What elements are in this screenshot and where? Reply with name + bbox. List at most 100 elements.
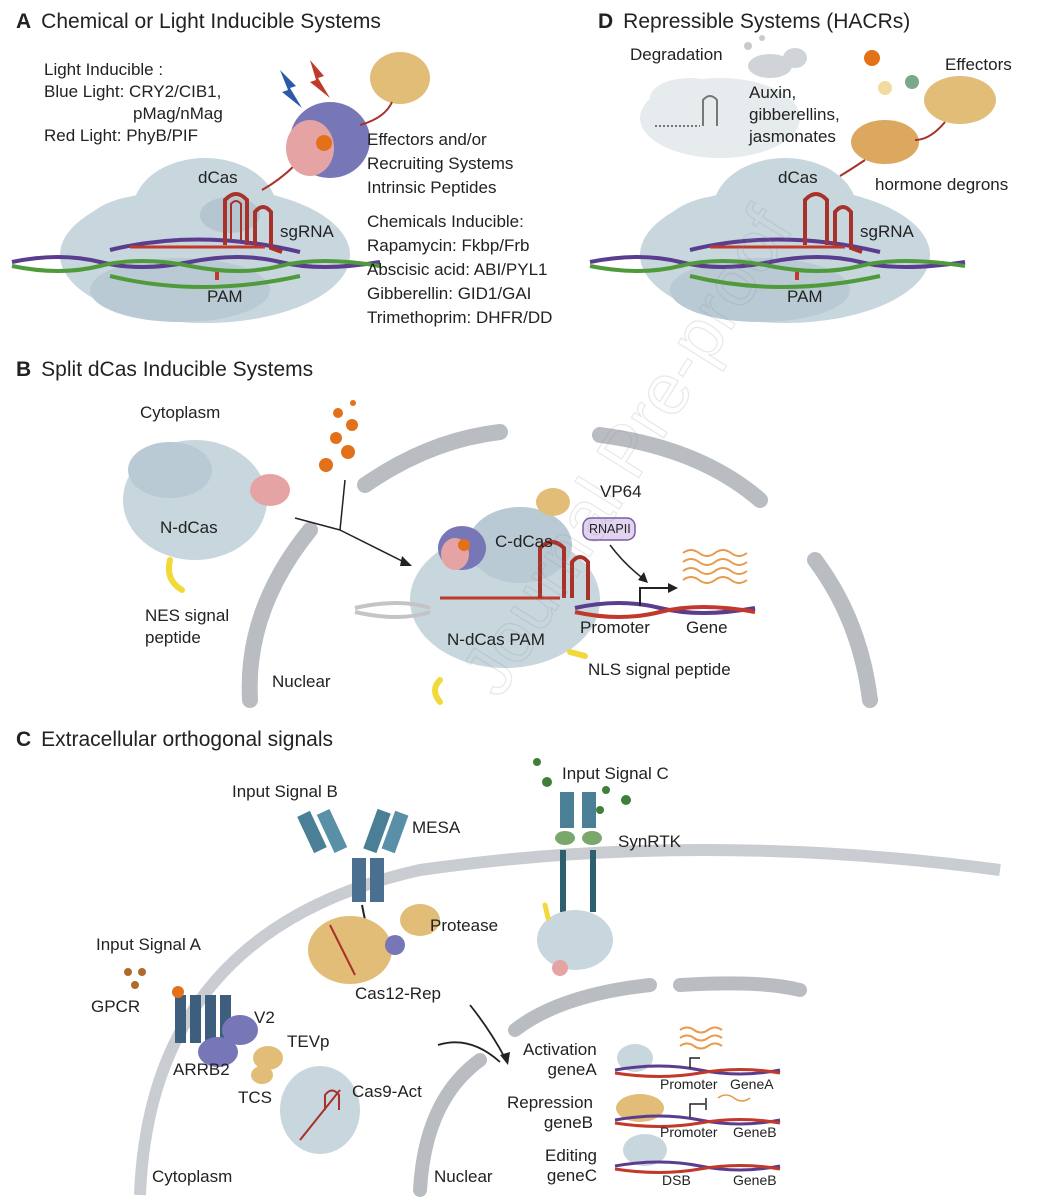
panel-b-title: B Split dCas Inducible Systems [16, 358, 313, 382]
protease-label: Protease [430, 916, 499, 935]
n-dcas-protein [123, 440, 290, 593]
panel-d-letter: D [598, 10, 614, 33]
degradation-label: Degradation [630, 45, 723, 64]
nuclear-envelope-b [241, 424, 878, 708]
gibberellin-line: Gibberellin: GID1/GAI [367, 284, 532, 303]
light-receptor-complex [261, 102, 370, 191]
input-signal-a-dots [124, 968, 146, 989]
lightning-icon [280, 60, 330, 108]
sgrna-label-a: sgRNA [280, 222, 334, 241]
pam-label-d: PAM [787, 287, 823, 306]
gpcr-complex [172, 986, 283, 1084]
cas12-rep-label: Cas12-Rep [355, 984, 441, 1003]
promoter-label-b: Promoter [580, 618, 650, 637]
mesa-receptor [297, 808, 409, 921]
degraded-dcas [640, 35, 807, 158]
panel-c-title-text: Extracellular orthogonal signals [41, 728, 333, 751]
gpcr-label: GPCR [91, 997, 141, 1016]
panel-d-graphics [589, 35, 996, 323]
sgrna-a [223, 192, 283, 254]
effectors-recruiting-label: Effectors and/or Recruiting Systems Intr… [367, 130, 514, 197]
gene-b-label-1: GeneB [733, 1124, 777, 1140]
dcas-label-a: dCas [198, 168, 238, 187]
gene-label-b: Gene [686, 618, 728, 637]
rapamycin-line: Rapamycin: Fkbp/Frb [367, 236, 530, 255]
assembly-arrows [294, 479, 412, 566]
cytoplasm-label-b: Cytoplasm [140, 403, 221, 422]
cas9-act-protein [280, 1066, 360, 1154]
input-signal-b-label: Input Signal B [232, 782, 338, 801]
dcas-protein-d [640, 158, 930, 323]
panel-d-title: D Repressible Systems (HACRs) [598, 10, 910, 34]
nuclear-envelope-c [413, 976, 807, 1197]
rnapii-label: RNAPII [589, 522, 631, 536]
panel-a-title-text: Chemical or Light Inducible Systems [41, 10, 381, 33]
activation-row [614, 1026, 781, 1078]
editing-row [614, 1134, 781, 1174]
repression-row [614, 1094, 781, 1128]
panel-b-graphics [123, 400, 878, 708]
promoter-label-c2: Promoter [660, 1124, 718, 1140]
n-dcas-label: N-dCas [160, 518, 218, 537]
nes-signal-label: NES signal peptide [145, 606, 230, 647]
ligand-dots-b [319, 400, 358, 472]
synrtk-receptor [537, 792, 613, 976]
repression-gene-b-label: Repression geneB [507, 1093, 593, 1132]
split-dcas-assembled [410, 488, 600, 705]
panel-a-letter: A [16, 10, 32, 33]
arrb2-label: ARRB2 [173, 1060, 230, 1079]
dna-b [354, 583, 756, 619]
panel-c-title: C Extracellular orthogonal signals [16, 728, 333, 752]
red-light-line: Red Light: PhyB/PIF [44, 126, 199, 145]
synrtk-label: SynRTK [618, 832, 681, 851]
effector-a [359, 52, 430, 126]
editing-gene-c-label: Editing geneC [545, 1146, 597, 1185]
abscisic-acid-line: Abscisic acid: ABI/PYL1 [367, 260, 548, 279]
input-signal-c-label: Input Signal C [562, 764, 669, 783]
nuclear-label-c: Nuclear [434, 1167, 493, 1186]
panel-a-graphics [11, 52, 430, 323]
tcs-label: TCS [238, 1088, 272, 1107]
effectors-label-d: Effectors [945, 55, 1012, 74]
c-dcas-label: C-dCas [495, 532, 553, 551]
sgrna-b [538, 540, 590, 600]
panel-d-title-text: Repressible Systems (HACRs) [623, 10, 911, 33]
sgrna-d [803, 192, 863, 254]
protease-cas12-complex [308, 904, 440, 984]
promoter-label-c1: Promoter [660, 1076, 718, 1092]
panel-b-title-text: Split dCas Inducible Systems [41, 358, 314, 381]
blue-light-line: Blue Light: CRY2/CIB1, [44, 82, 222, 101]
cytoplasm-label-c: Cytoplasm [152, 1167, 233, 1186]
panel-c-graphics [124, 758, 1001, 1197]
vp64-label: VP64 [600, 482, 642, 501]
output-arrows-c [437, 1004, 510, 1065]
trimethoprim-line: Trimethoprim: DHFR/DD [367, 308, 553, 327]
pmag-line: pMag/nMag [133, 104, 223, 123]
v2-label: V2 [254, 1008, 275, 1027]
gene-a-label: GeneA [730, 1076, 774, 1092]
panel-b-letter: B [16, 358, 32, 381]
activation-gene-a-label: Activation geneA [523, 1040, 597, 1079]
gene-b-label-2: GeneB [733, 1172, 777, 1188]
nuclear-label-b: Nuclear [272, 672, 331, 691]
panel-c-letter: C [16, 728, 32, 751]
mrna-waves-b [682, 549, 748, 584]
hormone-degrons-label: hormone degrons [875, 175, 1009, 194]
panel-a-title: A Chemical or Light Inducible Systems [16, 10, 381, 34]
auxin-label: Auxin, gibberellins, jasmonates [749, 83, 840, 146]
input-signal-a-label: Input Signal A [96, 935, 201, 954]
tevp-label: TEVp [287, 1032, 330, 1051]
cas9-act-label: Cas9-Act [352, 1082, 422, 1101]
dna-helix-a [11, 237, 381, 289]
dna-helix-d [589, 237, 966, 289]
mesa-label: MESA [412, 818, 461, 837]
light-inducible-header: Light Inducible : [44, 60, 164, 79]
sgrna-label-d: sgRNA [860, 222, 914, 241]
dcas-label-d: dCas [778, 168, 818, 187]
input-signal-c-dots [533, 758, 631, 814]
n-dcas-pam-label: N-dCas PAM [447, 630, 545, 649]
hormone-ligands [864, 50, 919, 95]
nls-signal-label: NLS signal peptide [588, 660, 731, 679]
chemicals-inducible-header: Chemicals Inducible: [367, 212, 524, 231]
